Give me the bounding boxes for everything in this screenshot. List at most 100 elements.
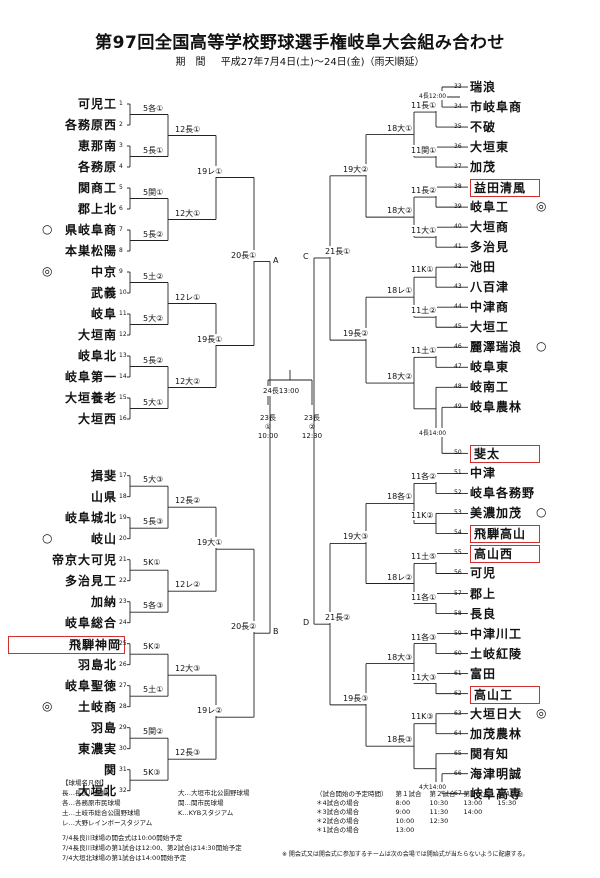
match-label: 20長② xyxy=(230,621,258,633)
seed-number: 65 xyxy=(454,749,462,757)
match-label: 4大14:00 xyxy=(418,781,448,791)
team-name: 可児工 xyxy=(77,97,117,111)
seed-number: 35 xyxy=(454,123,462,131)
schedule-cell: ＊1試合の場合 xyxy=(316,826,360,834)
match-label: 19大① xyxy=(196,537,224,549)
team-name: 大垣養老 xyxy=(64,391,117,405)
team-name: 加茂農林 xyxy=(470,726,523,741)
team-name: 大垣北 xyxy=(77,783,117,798)
team-mark: ○ xyxy=(42,530,53,545)
match-label: 19レ② xyxy=(196,705,224,717)
match-label: 21長① xyxy=(324,245,352,257)
match-label: 19長③ xyxy=(342,692,370,704)
team-name: 池田 xyxy=(470,260,497,275)
match-label: 19レ① xyxy=(196,165,224,177)
team-name: 岐阜工 xyxy=(470,200,510,215)
team-name: 可児 xyxy=(470,566,497,581)
period-label: 期 間 xyxy=(175,57,206,68)
seed-number: 6 xyxy=(119,205,123,212)
team-name: 各務原 xyxy=(77,160,117,174)
schedule-cell: （試合開始の予定時間） xyxy=(316,790,388,798)
match-label: 11関① xyxy=(410,145,438,157)
schedule-cell: 10:00 xyxy=(395,817,415,825)
team-name: 美濃加茂 xyxy=(470,506,523,521)
team-name: 岐南工 xyxy=(470,380,510,395)
match-label: 11各③ xyxy=(410,631,438,643)
team-name: 多治見工 xyxy=(64,573,117,588)
match-label: 12レ② xyxy=(174,579,202,591)
team-name: 各務原西 xyxy=(64,118,117,132)
match-label: 11大① xyxy=(410,225,438,237)
match-label: 5関② xyxy=(142,726,165,738)
seed-number: 8 xyxy=(119,247,123,254)
seed-number: 17 xyxy=(119,471,127,479)
pool-label: A xyxy=(272,255,280,265)
team-name: 岐阜 xyxy=(90,307,117,321)
seed-number: 40 xyxy=(454,223,462,231)
seed-number: 49 xyxy=(454,403,462,411)
match-label: 5K① xyxy=(142,558,162,568)
seed-number: 22 xyxy=(119,576,127,584)
schedule-cell: ＊3試合の場合 xyxy=(316,808,360,816)
team-mark: ◎ xyxy=(42,698,53,713)
match-label: 5K② xyxy=(142,642,162,652)
match-label: 11K③ xyxy=(410,711,435,721)
seed-number: 3 xyxy=(119,142,123,149)
team-mark: ◎ xyxy=(536,199,547,214)
seed-number: 24 xyxy=(119,618,127,626)
seed-number: 13 xyxy=(119,352,127,359)
schedule-cell xyxy=(426,826,460,835)
schedule-cell: 第１試合 xyxy=(395,790,422,798)
match-label: 11各② xyxy=(410,471,438,483)
schedule-cell xyxy=(460,826,494,835)
seed-number: 26 xyxy=(119,660,127,668)
team-name: 飛騨高山 xyxy=(470,525,540,544)
page-title: 第97回全国高等学校野球選手権岐阜大会組み合わせ xyxy=(95,33,505,53)
seed-number: 47 xyxy=(454,363,462,371)
match-label: 18長③ xyxy=(386,734,414,746)
period-value: 平成27年7月4日(土)～24日(金)（雨天順延） xyxy=(220,57,425,68)
note: 7/4長良川球場の開会式は10:00開始予定 xyxy=(62,834,183,842)
seed-number: 10 xyxy=(119,289,127,296)
team-name: 岐阜第一 xyxy=(64,370,117,384)
seed-number: 12 xyxy=(119,331,127,338)
team-name: 岐阜農林 xyxy=(470,400,523,415)
seed-number: 38 xyxy=(454,183,462,191)
seed-number: 9 xyxy=(119,268,123,275)
team-name: 不破 xyxy=(470,120,497,135)
match-label: 18大② xyxy=(386,371,414,383)
seed-number: 45 xyxy=(454,323,462,331)
seed-number: 50 xyxy=(454,449,462,457)
team-name: 本巣松陽 xyxy=(64,244,117,258)
match-label: 12長③ xyxy=(174,747,202,759)
match-label: 12レ① xyxy=(174,291,202,303)
seed-number: 2 xyxy=(119,121,123,128)
team-name: 大垣日大 xyxy=(470,706,523,721)
team-name: 土岐紅陵 xyxy=(470,646,523,661)
final-label: 24長13:00 xyxy=(262,386,301,396)
team-name: 岐阜東 xyxy=(470,360,510,375)
seed-number: 37 xyxy=(454,163,462,171)
seed-number: 15 xyxy=(119,394,127,401)
schedule-cell: 第４試合 xyxy=(497,790,524,798)
team-name: 大垣南 xyxy=(77,328,117,342)
team-name: 関商工 xyxy=(77,181,117,195)
team-name: 岐阜各務野 xyxy=(470,486,536,501)
seed-number: 23 xyxy=(119,597,127,605)
seed-number: 58 xyxy=(454,609,462,617)
match-label: 5各① xyxy=(142,102,165,114)
schedule-cell: ＊4試合の場合 xyxy=(316,799,360,807)
schedule-cell: 11:30 xyxy=(429,808,449,816)
seed-number: 14 xyxy=(119,373,127,380)
seed-number: 59 xyxy=(454,629,462,637)
seed-number: 53 xyxy=(454,509,462,517)
seed-number: 55 xyxy=(454,549,462,557)
team-mark: ○ xyxy=(536,505,547,520)
team-mark: ◎ xyxy=(536,705,547,720)
seed-number: 32 xyxy=(119,786,127,794)
seed-number: 61 xyxy=(454,669,462,677)
match-label: 18大② xyxy=(386,205,414,217)
match-label: 5土① xyxy=(142,684,165,696)
legend-item: 各…各務原市民球場 xyxy=(62,799,121,807)
seed-number: 31 xyxy=(119,765,127,773)
